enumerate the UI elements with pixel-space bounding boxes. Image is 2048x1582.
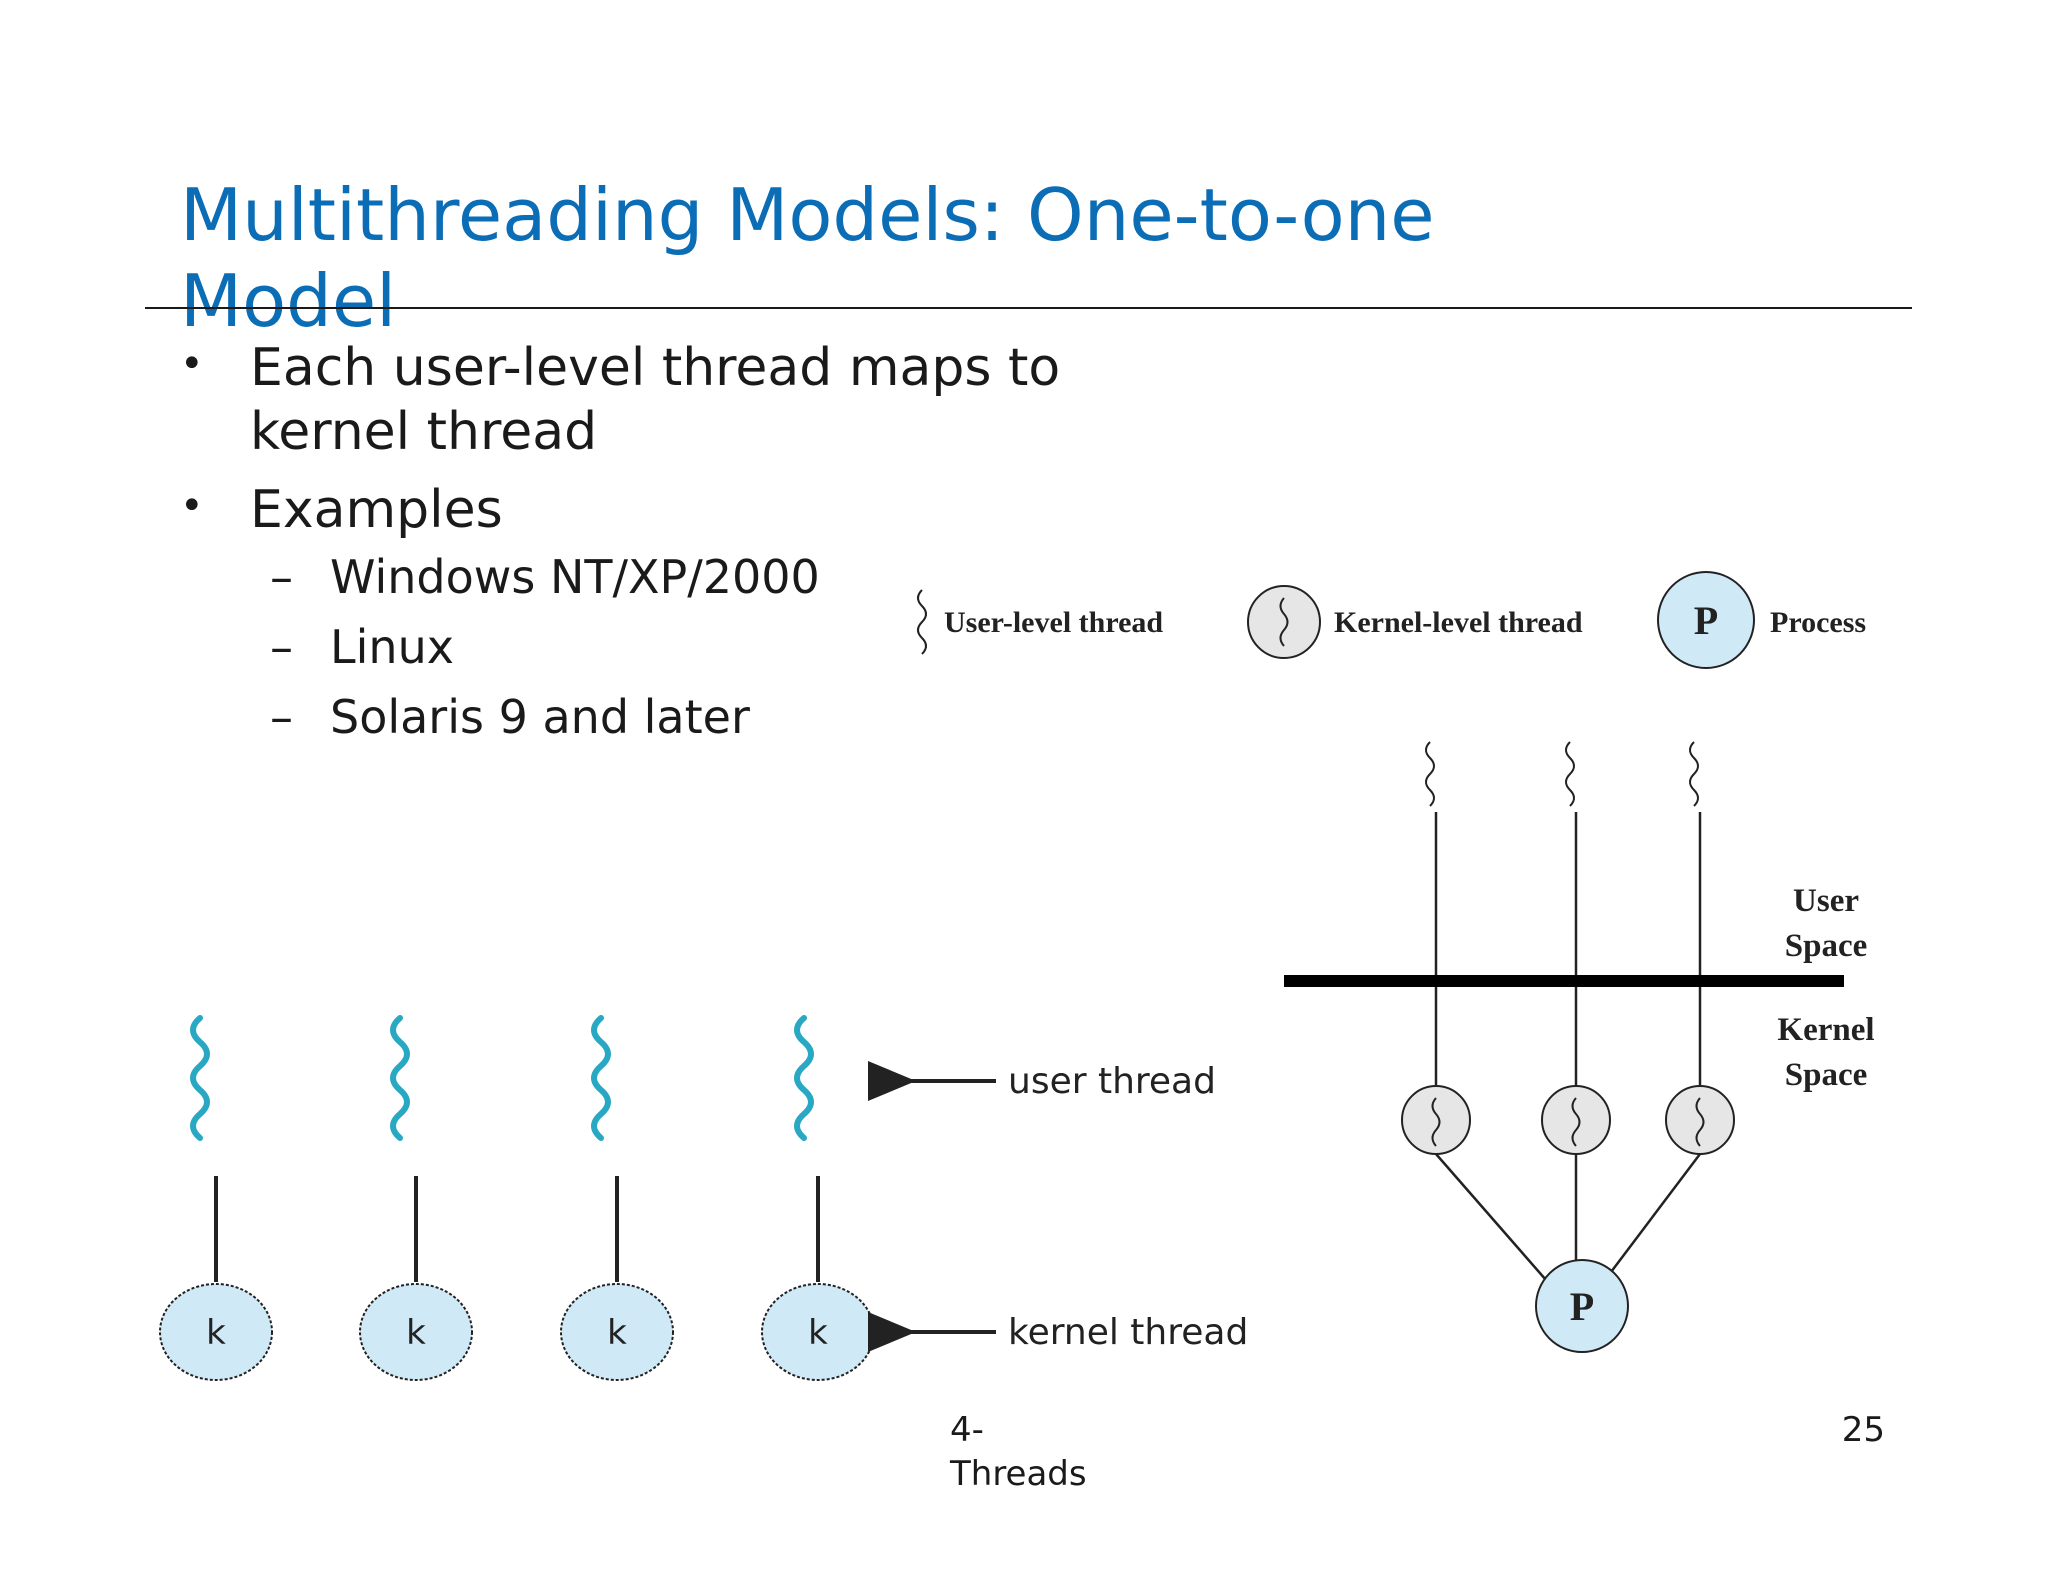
- kernel-k-label: k: [406, 1313, 426, 1353]
- right-thread-column: [1607, 741, 1735, 1277]
- bullet-list: • Each user-level thread maps to kernel …: [180, 336, 1280, 766]
- process-link-line: [1607, 1153, 1701, 1277]
- user-level-thread-icon: [1425, 741, 1435, 807]
- kernel-thread-label: kernel thread: [1008, 1312, 1248, 1353]
- right-thread-column: [1541, 741, 1611, 1262]
- user-level-thread-icon: [917, 589, 927, 655]
- legend-process-label: Process: [1770, 606, 1866, 639]
- user-thread-squiggle: [190, 1015, 210, 1141]
- legend-user-level-label: User-level thread: [944, 606, 1163, 639]
- sub-bullet-text: Solaris 9 and later: [330, 690, 750, 744]
- right-diagram: User Space Kernel Space P: [1284, 741, 1875, 1353]
- process-link-line: [1435, 1153, 1547, 1281]
- kernel-space-label: Kernel: [1777, 1012, 1874, 1048]
- kernel-thread-circle: [1541, 1085, 1611, 1155]
- kernel-thread-circle: [159, 1283, 273, 1381]
- one-to-one-pair: k: [159, 1015, 273, 1381]
- kernel-thread-squiggle: [1431, 1097, 1441, 1147]
- kernel-thread-circle: [1665, 1085, 1735, 1155]
- kernel-thread-squiggle: [1279, 597, 1289, 647]
- one-to-one-pair: k: [761, 1015, 875, 1381]
- user-thread-squiggle: [591, 1015, 611, 1141]
- kernel-k-label: k: [808, 1313, 828, 1353]
- user-space-label: Space: [1785, 928, 1868, 964]
- kernel-level-thread-icon: [1247, 585, 1321, 659]
- bullet-dot: •: [180, 483, 204, 529]
- kernel-k-label: k: [607, 1313, 627, 1353]
- kernel-thread-squiggle: [1571, 1097, 1581, 1147]
- kernel-thread-circle: [560, 1283, 674, 1381]
- process-icon: [1657, 571, 1755, 669]
- title-divider: [145, 307, 1912, 309]
- bullet-text: Examples: [250, 480, 503, 540]
- right-thread-column: [1401, 741, 1547, 1281]
- one-to-one-pair: k: [359, 1015, 473, 1381]
- sub-bullet-item: –Solaris 9 and later: [270, 690, 750, 744]
- legend-kernel-level-label: Kernel-level thread: [1334, 606, 1583, 639]
- sub-bullet-text: Linux: [330, 620, 454, 674]
- footer-chapter: 4- Threads: [950, 1408, 1150, 1496]
- one-to-one-pair: k: [560, 1015, 674, 1381]
- kernel-thread-squiggle: [1695, 1097, 1705, 1147]
- footer-chapter-text: 4- Threads: [950, 1410, 1087, 1494]
- user-thread-squiggle: [390, 1015, 410, 1141]
- user-level-thread-icon: [1689, 741, 1699, 807]
- page-number: 25: [1841, 1410, 1885, 1450]
- sub-bullet-item: –Windows NT/XP/2000: [270, 550, 820, 604]
- kernel-thread-circle: [359, 1283, 473, 1381]
- legend-process-symbol: P: [1694, 598, 1718, 643]
- bullet-dot: •: [180, 341, 204, 387]
- slide-title: Multithreading Models: One-to-one Model: [180, 173, 1435, 343]
- kernel-thread-circle: [1401, 1085, 1471, 1155]
- kernel-space-label: Space: [1785, 1057, 1868, 1093]
- process-circle: [1535, 1259, 1629, 1353]
- sub-bullet-item: –Linux: [270, 620, 454, 674]
- user-level-thread-icon: [1565, 741, 1575, 807]
- bullet-item: • Each user-level thread maps to kernel …: [180, 336, 1280, 464]
- left-diagram: k k k k user thread kernel thread: [159, 1015, 1248, 1381]
- kernel-k-label: k: [206, 1313, 226, 1353]
- bullet-text: Each user-level thread maps to kernel th…: [250, 338, 1061, 462]
- user-space-label: User: [1793, 883, 1859, 919]
- bullet-item: • Examples –Windows NT/XP/2000 –Linux –S…: [180, 478, 1280, 752]
- sub-bullet-list: –Windows NT/XP/2000 –Linux –Solaris 9 an…: [180, 542, 1280, 752]
- right-diagram-legend: User-level thread Kernel-level thread P …: [917, 571, 1866, 669]
- sub-bullet-text: Windows NT/XP/2000: [330, 550, 820, 604]
- process-symbol: P: [1570, 1284, 1594, 1329]
- user-thread-label: user thread: [1008, 1061, 1216, 1102]
- user-thread-squiggle: [794, 1015, 814, 1141]
